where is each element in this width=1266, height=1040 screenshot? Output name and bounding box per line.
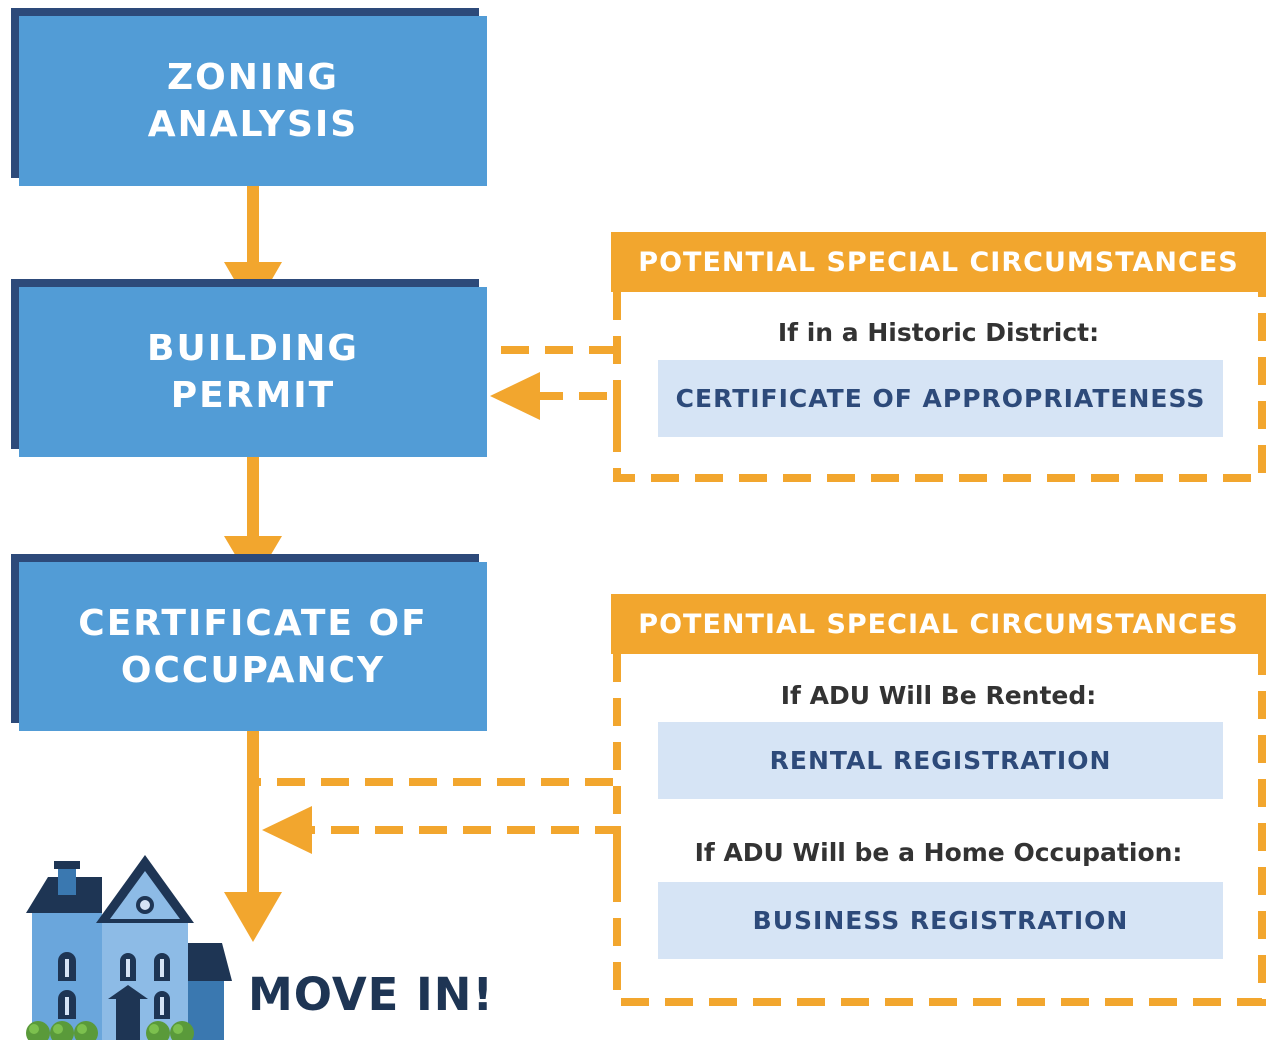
step-building-permit: BUILDING PERMIT — [19, 287, 487, 457]
callout-2-condition-2: If ADU Will be a Home Occupation: — [694, 838, 1183, 867]
callout-2-border — [613, 654, 1266, 1006]
callout-1-border — [613, 292, 1266, 482]
callout-1-requirement-label: CERTIFICATE OF APPROPRIATENESS — [675, 384, 1206, 413]
house-icon — [26, 855, 232, 1040]
callout-2-title: POTENTIAL SPECIAL CIRCUMSTANCES — [638, 608, 1239, 640]
callout-2-requirement-1-label: RENTAL REGISTRATION — [769, 746, 1112, 775]
callout-2-header: POTENTIAL SPECIAL CIRCUMSTANCES — [611, 594, 1266, 654]
callout-2-condition-1: If ADU Will Be Rented: — [780, 681, 1097, 710]
callout-2-link-in — [312, 826, 621, 880]
callout-2-arrowhead — [262, 806, 312, 854]
callout-2-link-out — [259, 654, 621, 786]
callout-1-link-in — [540, 392, 621, 430]
callout-1-requirement: CERTIFICATE OF APPROPRIATENESS — [658, 360, 1223, 437]
step-zoning-analysis: ZONING ANALYSIS — [19, 16, 487, 186]
callout-1-condition: If in a Historic District: — [777, 318, 1100, 347]
move-in-label: MOVE IN! — [248, 968, 494, 1021]
callout-1-header: POTENTIAL SPECIAL CIRCUMSTANCES — [611, 232, 1266, 292]
callout-2-requirement-2: BUSINESS REGISTRATION — [658, 882, 1223, 959]
callout-2-requirement-1: RENTAL REGISTRATION — [658, 722, 1223, 799]
step-certificate-of-occupancy: CERTIFICATE OF OCCUPANCY — [19, 562, 487, 731]
step-building-permit-label: BUILDING PERMIT — [147, 328, 359, 416]
callout-1-title: POTENTIAL SPECIAL CIRCUMSTANCES — [638, 246, 1239, 278]
step-certificate-of-occupancy-label: CERTIFICATE OF OCCUPANCY — [78, 602, 428, 691]
callout-2-requirement-2-label: BUSINESS REGISTRATION — [752, 906, 1129, 935]
callout-1-arrowhead — [490, 372, 540, 420]
arrowhead-occupancy — [224, 536, 282, 585]
step-zoning-analysis-label: ZONING ANALYSIS — [147, 57, 359, 145]
arrowhead-move-in — [224, 892, 282, 942]
